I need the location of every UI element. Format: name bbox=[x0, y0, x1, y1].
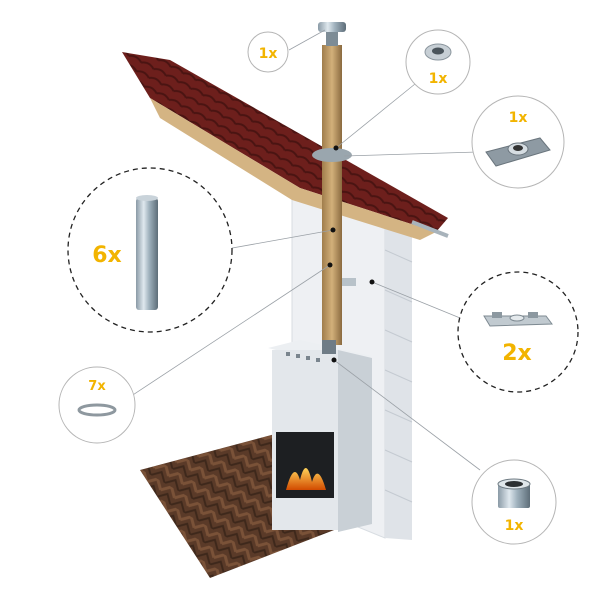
roof-flashing-icon bbox=[485, 137, 551, 167]
callout-wall-bracket[interactable]: 2x bbox=[457, 271, 579, 393]
brick-lines bbox=[384, 249, 413, 503]
wall-bracket-icon bbox=[483, 312, 553, 327]
callout-storm-collar[interactable]: 1x bbox=[405, 29, 471, 95]
roof-battens bbox=[150, 98, 436, 240]
quantity-label: 1x bbox=[505, 518, 524, 534]
quantity-label: 2x bbox=[502, 341, 532, 366]
pipe-section-icon bbox=[136, 195, 158, 310]
callout-chimney-cap[interactable]: 1x bbox=[247, 31, 289, 73]
installation-scene bbox=[122, 22, 449, 578]
fire bbox=[286, 467, 326, 490]
quantity-label: 7x bbox=[88, 379, 106, 394]
callout-stove-adapter[interactable]: 1x bbox=[471, 459, 557, 545]
flashing-collar bbox=[312, 148, 352, 162]
callout-clamp-ring[interactable]: 7x bbox=[58, 366, 136, 444]
callout-pipe-section[interactable]: 6x bbox=[67, 167, 233, 333]
quantity-label: 1x bbox=[509, 110, 528, 126]
callout-roof-flashing[interactable]: 1x bbox=[471, 95, 565, 189]
chimney-pipe bbox=[322, 45, 342, 345]
chimney-cap-part bbox=[318, 22, 346, 32]
gutter bbox=[411, 220, 449, 238]
leader-dots bbox=[327, 145, 375, 363]
tiled-roof bbox=[122, 52, 448, 232]
clamp-ring-icon bbox=[77, 403, 117, 417]
quantity-label: 6x bbox=[92, 243, 122, 268]
wall-brick-edge bbox=[385, 205, 412, 540]
storm-collar-icon bbox=[424, 43, 452, 61]
stove-adapter-icon bbox=[497, 478, 531, 508]
wall-bracket-part bbox=[342, 278, 356, 286]
quantity-label: 1x bbox=[429, 71, 448, 87]
stove-side bbox=[338, 350, 372, 532]
quantity-label: 1x bbox=[259, 46, 278, 62]
leader-lines bbox=[109, 29, 481, 471]
